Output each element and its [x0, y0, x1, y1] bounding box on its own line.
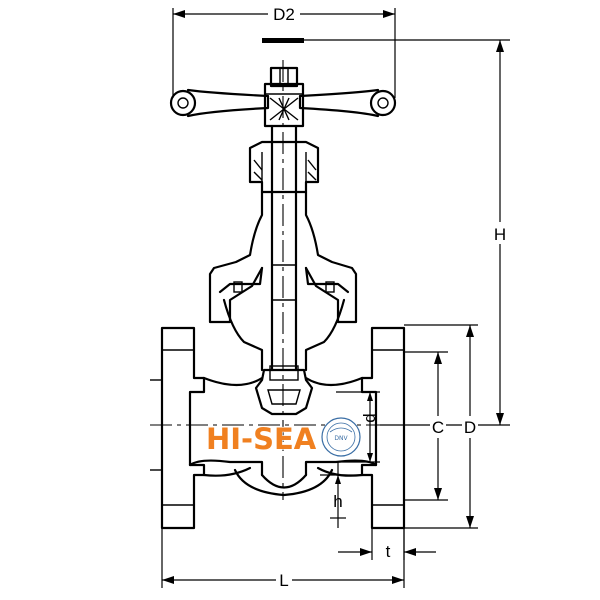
brand-watermark: HI-SEA: [206, 422, 317, 456]
dim-h-small: [320, 462, 372, 528]
label-h: H: [494, 225, 506, 244]
dnv-seal-icon: DNV: [321, 417, 361, 457]
dim-d-small: [336, 391, 380, 463]
label-l: L: [279, 571, 288, 590]
label-d-small: d: [360, 413, 379, 422]
handwheel: [169, 38, 397, 128]
wedge: [254, 365, 314, 416]
dnv-seal-text: DNV: [334, 435, 348, 442]
label-c: C: [432, 418, 444, 437]
dim-d: [404, 324, 478, 529]
bonnet: [208, 140, 358, 372]
label-h-small: h: [333, 492, 342, 511]
label-d2: D2: [273, 5, 295, 24]
dim-l: [161, 528, 405, 590]
dim-h: [300, 39, 510, 426]
label-t: t: [386, 542, 391, 561]
label-d: D: [464, 418, 476, 437]
stem: [270, 124, 298, 372]
dim-c: [404, 351, 448, 501]
dim-d2: [172, 6, 396, 98]
